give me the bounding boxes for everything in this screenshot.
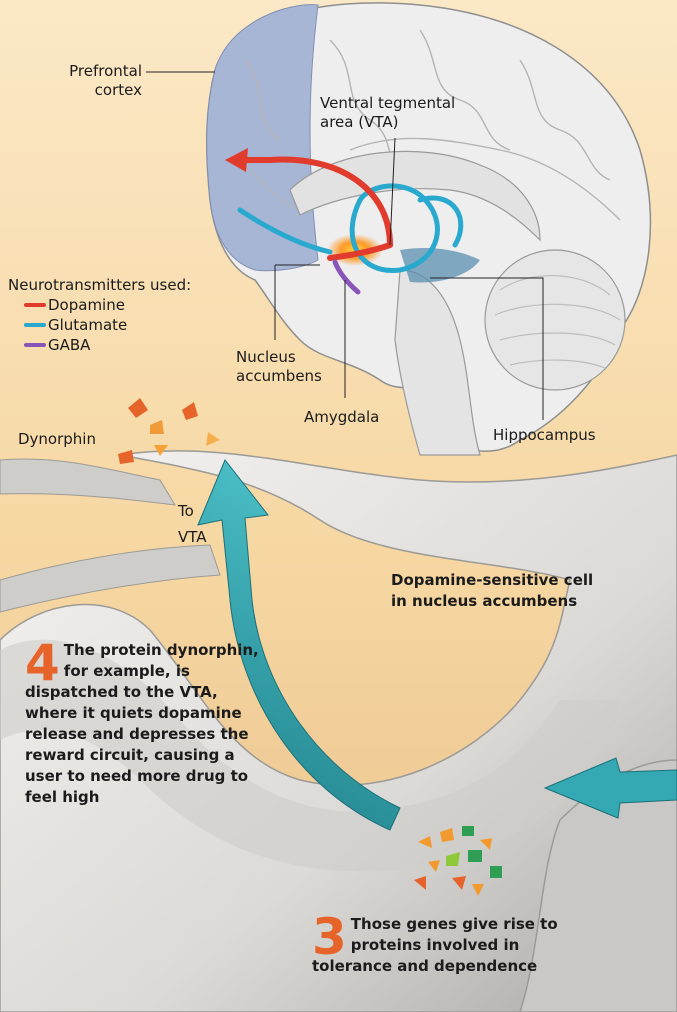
label-dynorphin: Dynorphin <box>18 430 96 449</box>
label-vta: Ventral tegmental area (VTA) <box>320 94 500 132</box>
legend-item-glutamate: Glutamate <box>24 315 191 335</box>
legend-item-dopamine: Dopamine <box>24 295 191 315</box>
glutamate-swatch <box>24 323 46 327</box>
step-3-number: 3 <box>312 916 347 958</box>
label-nucleus-accumbens: Nucleus accumbens <box>236 348 346 386</box>
label-hippocampus: Hippocampus <box>493 426 596 445</box>
step-4-number: 4 <box>25 642 60 684</box>
legend-label-gaba: GABA <box>48 336 90 355</box>
legend-title: Neurotransmitters used: <box>8 276 191 295</box>
step-3: 3Those genes give rise to proteins invol… <box>312 914 577 977</box>
label-prefrontal-cortex: Prefrontal cortex <box>50 62 142 100</box>
gaba-swatch <box>24 343 46 347</box>
step-3-text: Those genes give rise to proteins involv… <box>312 915 558 975</box>
legend: Neurotransmitters used: Dopamine Glutama… <box>8 276 191 355</box>
step-4: 4The protein dynorphin, for example, is … <box>25 640 260 808</box>
label-amygdala: Amygdala <box>304 408 379 427</box>
label-dopamine-sensitive-cell: Dopamine-sensitive cell in nucleus accum… <box>391 570 631 612</box>
dopamine-swatch <box>24 303 46 307</box>
legend-label-dopamine: Dopamine <box>48 296 125 315</box>
cerebellum <box>485 250 625 390</box>
step-4-text: The protein dynorphin, for example, is d… <box>25 641 259 806</box>
legend-label-glutamate: Glutamate <box>48 316 127 335</box>
legend-item-gaba: GABA <box>24 335 191 355</box>
label-to-vta: To VTA <box>178 498 228 550</box>
